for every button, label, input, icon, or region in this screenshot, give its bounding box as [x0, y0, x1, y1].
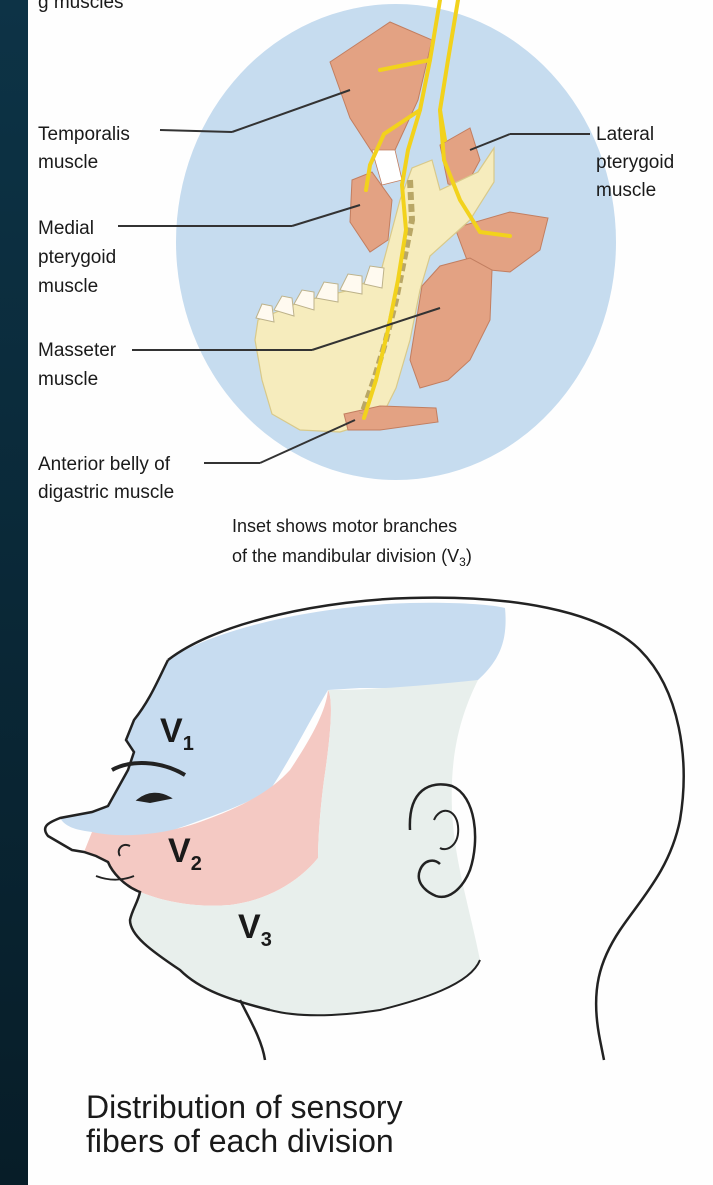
inset-caption-line-1: Inset shows motor branches [232, 516, 457, 536]
bottom-caption-line-2: fibers of each division [86, 1123, 394, 1159]
inset-caption-line-2: of the mandibular division (V3) [232, 546, 472, 569]
bottom-caption-line-1: Distribution of sensory [86, 1089, 403, 1125]
medial-pterygoid-label-2: pterygoid [38, 247, 116, 268]
temporalis-label-1: Temporalis [38, 124, 130, 145]
anterior-belly-label-1: Anterior belly of [38, 454, 171, 475]
inset-diagram: Temporalis muscle Medial pterygoid muscl… [38, 0, 674, 503]
lateral-pterygoid-label-3: muscle [596, 180, 656, 201]
temporalis-label-2: muscle [38, 152, 98, 173]
medial-pterygoid-label-3: muscle [38, 276, 98, 297]
anterior-belly-label-2: digastric muscle [38, 482, 174, 503]
top-label: g muscles [38, 0, 124, 13]
lateral-pterygoid-label-2: pterygoid [596, 152, 674, 173]
head-diagram: V1 V2 V3 [45, 598, 684, 1060]
lateral-pterygoid-label-1: Lateral [596, 124, 654, 145]
masseter-label-2: muscle [38, 369, 98, 390]
masseter-label-1: Masseter [38, 340, 117, 361]
medial-pterygoid-label-1: Medial [38, 218, 94, 239]
